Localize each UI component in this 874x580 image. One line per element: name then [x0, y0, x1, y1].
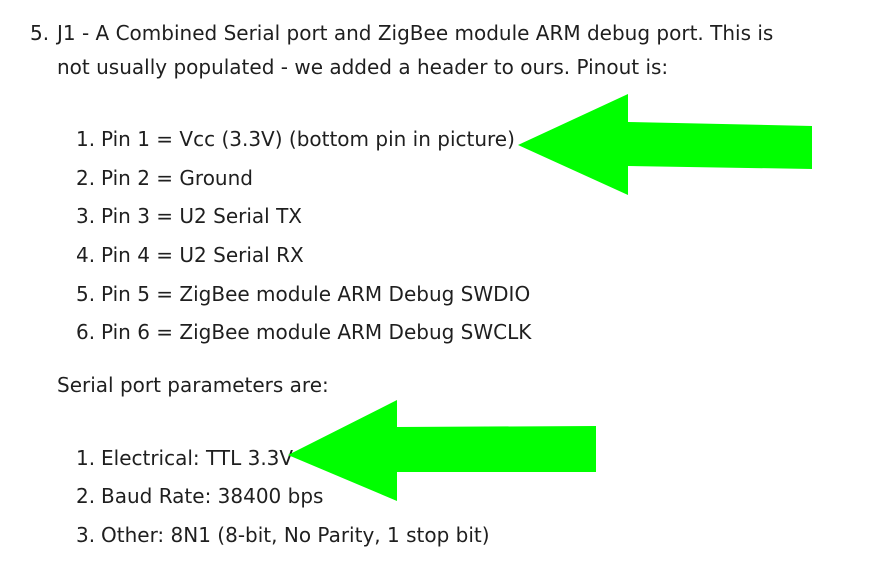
list-item-number: 5. [30, 21, 50, 45]
serial-param-item: Baud Rate: 38400 bps [101, 484, 324, 508]
pinout-item: Pin 5 = ZigBee module ARM Debug SWDIO [101, 282, 531, 306]
serial-param-number: 1. [76, 446, 96, 470]
serial-param-number: 3. [76, 523, 96, 547]
pinout-number: 3. [76, 204, 96, 228]
pinout-number: 2. [76, 166, 96, 190]
item-text-line-2: not usually populated - we added a heade… [57, 55, 669, 79]
serial-param-item: Other: 8N1 (8-bit, No Parity, 1 stop bit… [101, 523, 490, 547]
pinout-number: 5. [76, 282, 96, 306]
pinout-number: 4. [76, 243, 96, 267]
serial-param-number: 2. [76, 484, 96, 508]
pinout-item: Pin 2 = Ground [101, 166, 253, 190]
pinout-item: Pin 1 = Vcc (3.3V) (bottom pin in pictur… [101, 127, 515, 151]
green-arrow-icon [288, 400, 596, 501]
pinout-item: Pin 3 = U2 Serial TX [101, 204, 302, 228]
item-text-line-1: J1 - A Combined Serial port and ZigBee m… [57, 21, 774, 45]
pinout-number: 1. [76, 127, 96, 151]
serial-params-heading: Serial port parameters are: [57, 373, 329, 397]
pinout-item: Pin 6 = ZigBee module ARM Debug SWCLK [101, 320, 532, 344]
pinout-item: Pin 4 = U2 Serial RX [101, 243, 304, 267]
serial-param-item: Electrical: TTL 3.3V [101, 446, 294, 470]
green-arrow-icon [518, 94, 812, 195]
pinout-number: 6. [76, 320, 96, 344]
